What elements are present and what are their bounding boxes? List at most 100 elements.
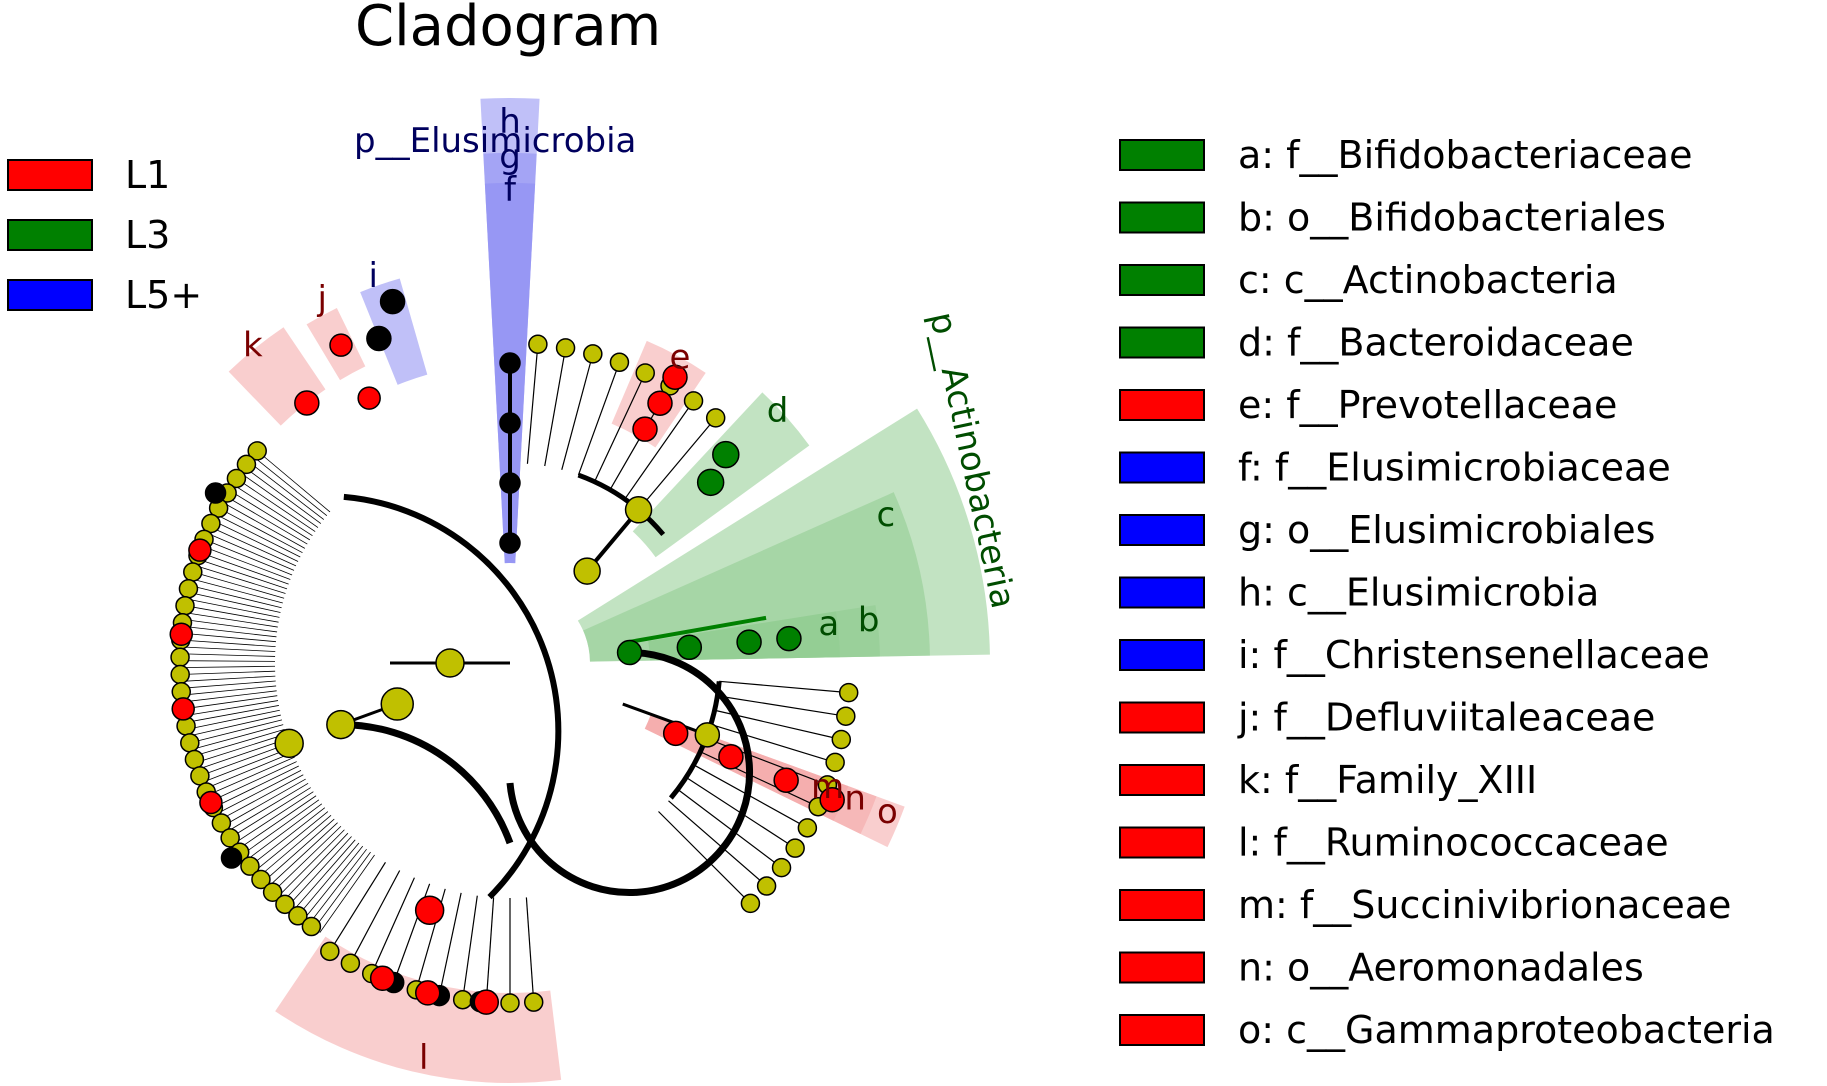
branch-leaf <box>226 782 309 833</box>
clade-legend-swatch <box>1119 451 1205 484</box>
node-l1-l <box>414 980 441 1006</box>
clade-legend-swatch <box>1119 764 1205 796</box>
node-neutral <box>756 876 777 896</box>
node-neutral <box>226 468 247 489</box>
branch-leaf <box>184 605 279 623</box>
node-l1-l <box>369 965 396 991</box>
node-l3-d <box>696 468 725 497</box>
branch-leaf <box>182 625 277 638</box>
branch-arc-root <box>506 649 754 896</box>
branch-leaf <box>180 639 276 648</box>
branch-leaf <box>693 764 808 829</box>
branch-leaf <box>577 362 621 476</box>
branch-leaf <box>462 895 478 1000</box>
node-neutral <box>220 828 240 848</box>
branch-leaf <box>183 612 278 628</box>
branch-leaf <box>249 807 326 867</box>
node-neutral <box>211 813 232 833</box>
node-neutral <box>797 818 818 838</box>
branch-leaf <box>180 675 276 682</box>
branch-leaf <box>256 450 331 513</box>
branch-leaf <box>561 353 594 470</box>
node-neutral <box>583 344 603 364</box>
branch-leaf <box>277 829 345 898</box>
node-neutral <box>190 766 210 786</box>
node-neutral <box>831 729 852 750</box>
branch-leaf <box>206 532 295 571</box>
node-neutral <box>838 682 859 703</box>
branch-leaf <box>204 752 293 790</box>
node-l5-elusimicrobia <box>499 412 521 434</box>
node-l1-j <box>329 333 353 357</box>
branch-arc-bacteroidetes <box>577 472 666 537</box>
branch-leaf <box>308 848 367 925</box>
branch-leaf <box>638 417 717 511</box>
clade-tag-e: e <box>670 338 691 378</box>
node-neutral <box>683 391 704 411</box>
clade-legend-swatch <box>1119 389 1205 421</box>
group-legend-label: L5+ <box>125 273 202 317</box>
node-neutral <box>740 893 761 914</box>
branch-leaf <box>201 545 291 580</box>
clade-legend-label: m: f__Succinivibrionaceae <box>1238 883 1731 927</box>
node-neutral <box>175 595 195 616</box>
node-neutral <box>184 749 205 770</box>
node-neutral <box>705 408 726 428</box>
branch-leaf <box>228 489 311 541</box>
branch-leaf <box>180 653 276 657</box>
node-neutral <box>288 906 308 926</box>
node-l5-elusimicrobia <box>499 532 521 554</box>
branch-leaf <box>229 787 311 839</box>
node-neutral <box>247 441 267 461</box>
branch-leaf <box>658 811 751 904</box>
branch-leaf <box>187 591 281 613</box>
branch-leaf <box>232 483 313 537</box>
clade-legend-label: b: o__Bifidobacteriales <box>1238 196 1666 240</box>
sector-l <box>275 936 562 1083</box>
branch-leaf <box>202 747 292 783</box>
branch-leaf <box>258 815 332 878</box>
branch-leaf <box>180 670 276 675</box>
node-l1-gammaproteobacteria <box>819 787 845 813</box>
branch-leaf <box>215 513 301 558</box>
clade-legend-swatch <box>1119 139 1205 171</box>
branch-actinobacteria <box>627 615 767 645</box>
branch-leaf <box>192 571 285 599</box>
branch-leaf <box>222 778 306 827</box>
branch-leaf <box>203 539 293 576</box>
branch-leaf <box>292 839 356 912</box>
branch-leaf <box>213 765 299 809</box>
branch-root-proteobacteria <box>622 702 708 737</box>
branch-leaf <box>313 851 371 929</box>
node-l1-e <box>647 390 673 416</box>
node-neutral <box>180 733 200 753</box>
branch-leaf <box>212 520 299 562</box>
node-l1 <box>169 622 194 646</box>
branch-leaf <box>267 822 338 888</box>
node-neutral <box>178 579 199 599</box>
branch-leaf <box>282 832 349 903</box>
branch-leaf <box>593 372 646 482</box>
node-l3-actinobacteria <box>616 639 643 666</box>
node-neutral <box>609 352 630 373</box>
branch-leaf <box>236 478 316 532</box>
clade-legend-label: h: c__Elusimicrobia <box>1238 571 1599 615</box>
node-l1-gammaproteobacteria <box>662 720 689 747</box>
node-neutral <box>326 709 356 740</box>
clade-legend-swatch <box>1119 326 1205 359</box>
branch-leaf <box>240 472 319 528</box>
branch-leaf <box>225 495 308 545</box>
branch-leaf <box>525 897 535 1003</box>
node-l1-e <box>662 364 688 390</box>
branch-leaf <box>272 825 342 893</box>
clade-legend-swatch <box>1119 639 1205 671</box>
node-neutral <box>523 992 544 1012</box>
branch-leaf <box>180 665 276 669</box>
branch-leaf <box>186 709 280 730</box>
branch-leaf <box>252 455 328 517</box>
branch-leaf <box>199 742 290 777</box>
branch-leaf <box>198 551 289 585</box>
node-l1-l <box>473 989 500 1015</box>
node-neutral <box>236 454 257 475</box>
